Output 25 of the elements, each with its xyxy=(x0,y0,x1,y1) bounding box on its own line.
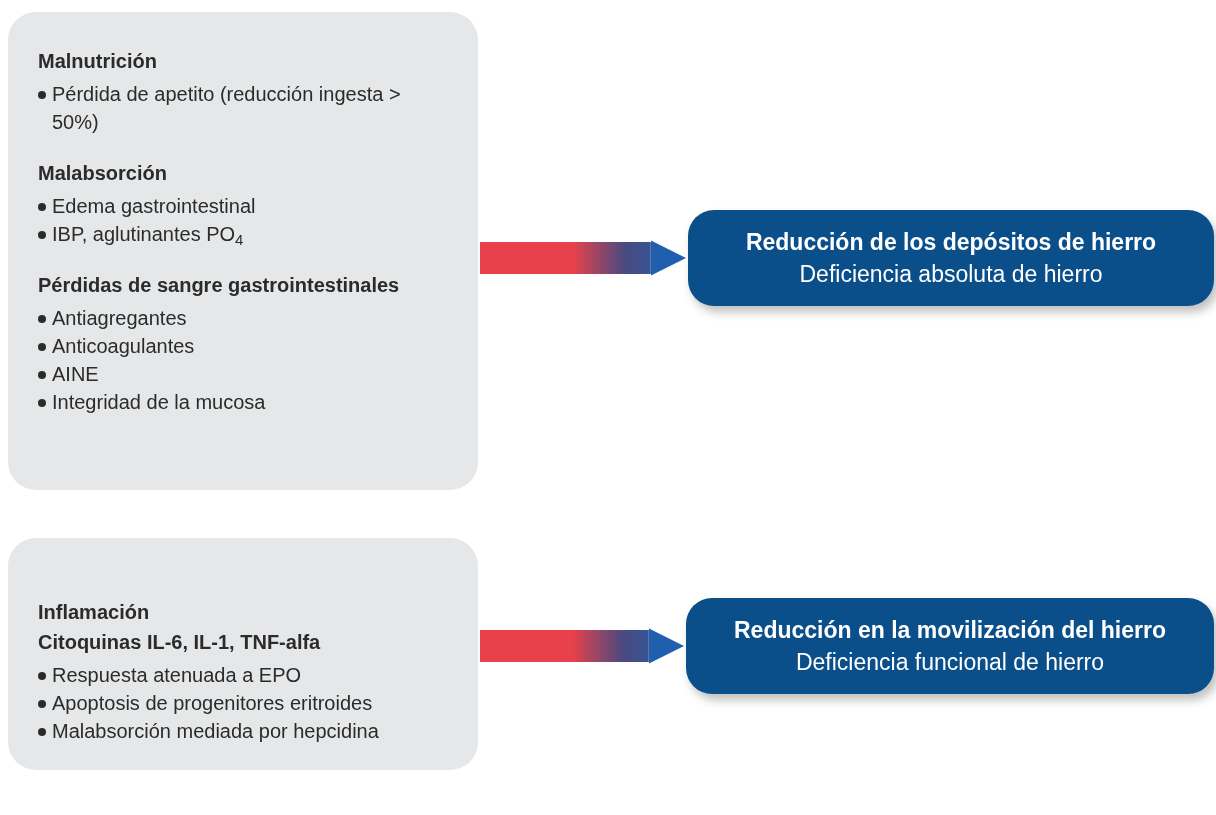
result-subtitle: Deficiencia funcional de hierro xyxy=(795,648,1105,677)
bullet-text: Anticoagulantes xyxy=(52,334,195,359)
cause-panel xyxy=(8,12,478,490)
result-box xyxy=(688,210,1214,306)
section-heading: Inflamación xyxy=(38,600,151,625)
result-title: Reducción en la movilización del hierro xyxy=(734,616,1166,645)
section-heading: Malnutrición xyxy=(38,49,158,74)
bullet-text: Integridad de la mucosa xyxy=(52,390,266,415)
section-heading: Citoquinas IL-6, IL-1, TNF-alfa xyxy=(38,630,322,655)
cause-panel xyxy=(8,538,478,770)
arrow xyxy=(480,628,684,664)
bullet-text: Pérdida de apetito (reducción ingesta > 50%) xyxy=(52,82,402,135)
section-heading: Pérdidas de sangre gastrointestinales xyxy=(38,273,401,298)
bullet-text: IBP, aglutinantes PO$_{4}$ xyxy=(52,222,244,248)
bullet-text: AINE xyxy=(52,362,99,387)
bullet-text: Edema gastrointestinal xyxy=(52,194,256,219)
arrow xyxy=(480,240,686,276)
bullet-text: Apoptosis de progenitores eritroides xyxy=(52,691,373,716)
section-heading: Malabsorción xyxy=(38,161,168,186)
bullet-text: Respuesta atenuada a EPO xyxy=(52,663,302,688)
result-subtitle: Deficiencia absoluta de hierro xyxy=(799,260,1103,289)
result-title: Reducción de los depósitos de hierro xyxy=(745,228,1157,257)
bullet-text: Antiagregantes xyxy=(52,306,187,331)
result-box xyxy=(686,598,1214,694)
bullet-text: Malabsorción mediada por hepcidina xyxy=(52,719,379,744)
